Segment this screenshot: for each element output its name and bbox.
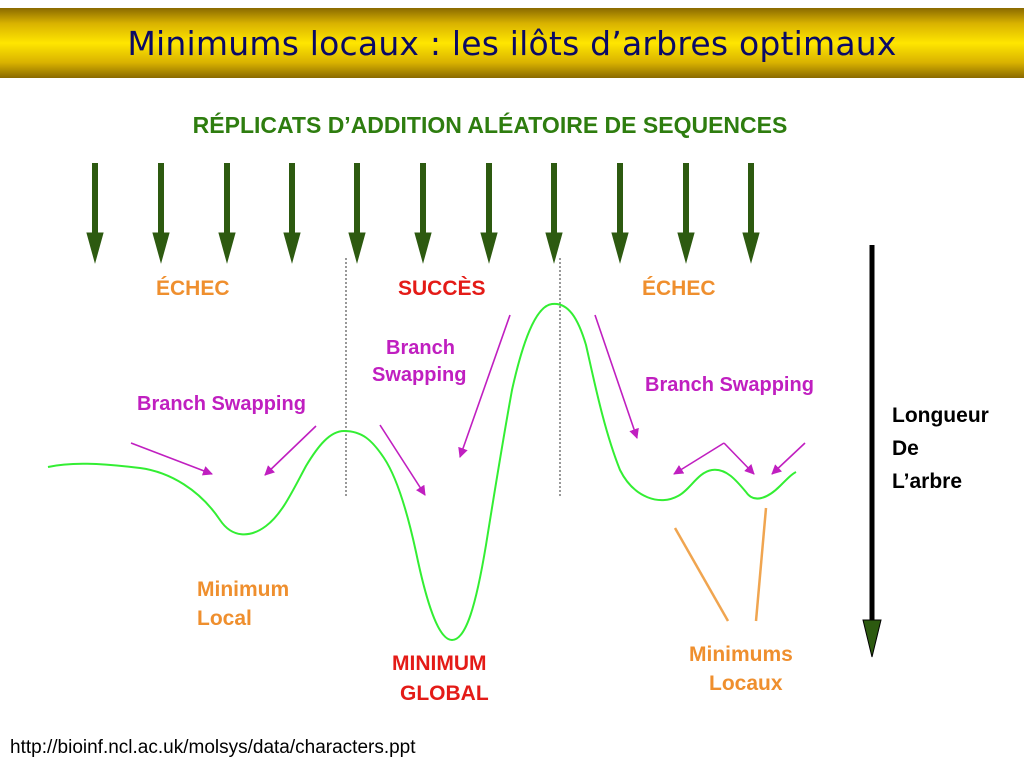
tree-length-axis-arrow <box>862 245 882 658</box>
replicate-arrow <box>348 163 366 264</box>
branch-swapping-arrows <box>130 314 806 496</box>
echec-left-label: ÉCHEC <box>156 277 230 300</box>
branch-swapping-left-label: Branch Swapping <box>137 393 306 415</box>
branch-arrow <box>673 442 725 475</box>
minimums-locaux-label-line1: Minimums <box>689 643 793 666</box>
branch-arrow <box>594 314 639 439</box>
tree-length-label-line3: L’arbre <box>892 470 963 493</box>
branch-arrow <box>458 314 511 458</box>
landscape-curve <box>47 302 797 642</box>
replicate-arrow <box>414 163 432 264</box>
tree-length-label-line2: De <box>892 437 919 460</box>
minimums-locaux-label-line2: Locaux <box>709 672 783 695</box>
branch-arrow <box>771 442 806 475</box>
replicate-arrow <box>611 163 629 264</box>
replicate-arrow <box>218 163 236 264</box>
replicate-arrow <box>86 163 104 264</box>
minimum-local-label-line2: Local <box>197 607 252 630</box>
tree-length-label-line1: Longueur <box>892 404 989 427</box>
replicate-arrows <box>86 163 760 264</box>
branch-arrow <box>723 442 755 475</box>
replicate-arrow <box>545 163 563 264</box>
minimum-global-label-line1: MINIMUM <box>392 652 487 675</box>
title-bar: Minimums locaux : les ilôts d’arbres opt… <box>0 8 1024 78</box>
minimum-local-label-line1: Minimum <box>197 578 290 601</box>
succes-label: SUCCÈS <box>398 277 486 300</box>
branch-swapping-center-label-line2: Swapping <box>372 364 467 386</box>
branch-arrow <box>130 442 213 476</box>
branch-arrow <box>379 424 426 496</box>
slide-title: Minimums locaux : les ilôts d’arbres opt… <box>127 23 897 63</box>
branch-swapping-center-label-line1: Branch <box>386 337 455 359</box>
branch-arrow <box>264 425 317 476</box>
replicate-arrow <box>742 163 760 264</box>
branch-swapping-right-label: Branch Swapping <box>645 374 814 396</box>
replicate-arrow <box>152 163 170 264</box>
subtitle: RÉPLICATS D’ADDITION ALÉATOIRE DE SEQUEN… <box>192 112 788 138</box>
source-url: http://bioinf.ncl.ac.uk/molsys/data/char… <box>10 737 416 758</box>
minimum-global-label-line2: GLOBAL <box>400 682 489 705</box>
replicate-arrow <box>677 163 695 264</box>
replicate-arrow <box>480 163 498 264</box>
minimums-locaux-pointers <box>673 507 768 622</box>
replicate-arrow <box>283 163 301 264</box>
echec-right-label: ÉCHEC <box>642 277 716 300</box>
